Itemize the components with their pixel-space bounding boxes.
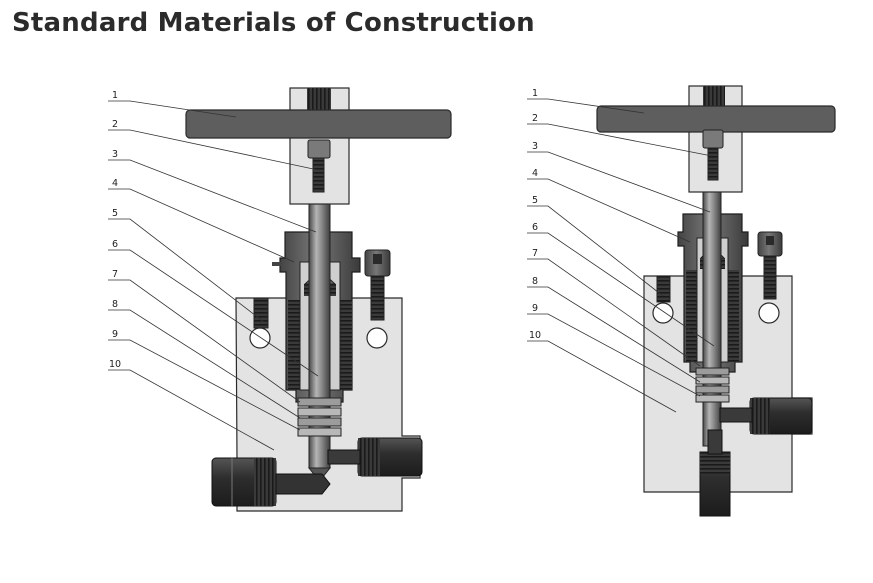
right-leader-lines: [527, 98, 715, 413]
page-title: Standard Materials of Construction: [12, 8, 535, 38]
right-body-port-left: [652, 302, 674, 324]
left-callout-8: 8: [112, 299, 118, 310]
left-body-port-right: [366, 327, 388, 349]
right-body-port-right: [758, 302, 780, 324]
right-valve: [596, 85, 836, 517]
right-callout-10: 10: [529, 330, 541, 341]
left-callout-6: 6: [112, 239, 118, 250]
left-callout-5: 5: [112, 208, 118, 219]
left-mount-screw-right: [370, 275, 385, 321]
right-callout-3: 3: [532, 141, 538, 152]
left-set-screw: [307, 139, 331, 159]
right-callout-9: 9: [532, 303, 538, 314]
right-callout-5: 5: [532, 195, 538, 206]
right-callout-1: 1: [532, 88, 538, 99]
right-callout-6: 6: [532, 222, 538, 233]
left-callout-7: 7: [112, 269, 118, 280]
right-callout-7: 7: [532, 248, 538, 259]
left-callout-3: 3: [112, 149, 118, 160]
left-callout-1: 1: [112, 90, 118, 101]
left-mount-screw-left: [253, 297, 269, 329]
right-handle-bar: [596, 105, 836, 133]
right-callout-2: 2: [532, 113, 538, 124]
right-callout-8: 8: [532, 276, 538, 287]
left-callout-2: 2: [112, 119, 118, 130]
left-leader-lines: [108, 100, 319, 451]
left-callouts: 1 2 3 4 5 6 7 8 9 10: [109, 90, 121, 370]
left-callout-10: 10: [109, 359, 121, 370]
right-callout-4: 4: [532, 168, 538, 179]
left-handle-bar: [185, 109, 452, 139]
left-callout-9: 9: [112, 329, 118, 340]
left-callout-4: 4: [112, 178, 118, 189]
left-valve: [185, 87, 452, 512]
right-callouts: 1 2 3 4 5 6 7 8 9 10: [529, 88, 541, 341]
right-mount-screw-left: [656, 275, 671, 303]
left-body-port-left: [249, 327, 271, 349]
right-set-screw: [702, 129, 724, 149]
right-mount-screw-right: [763, 254, 777, 300]
